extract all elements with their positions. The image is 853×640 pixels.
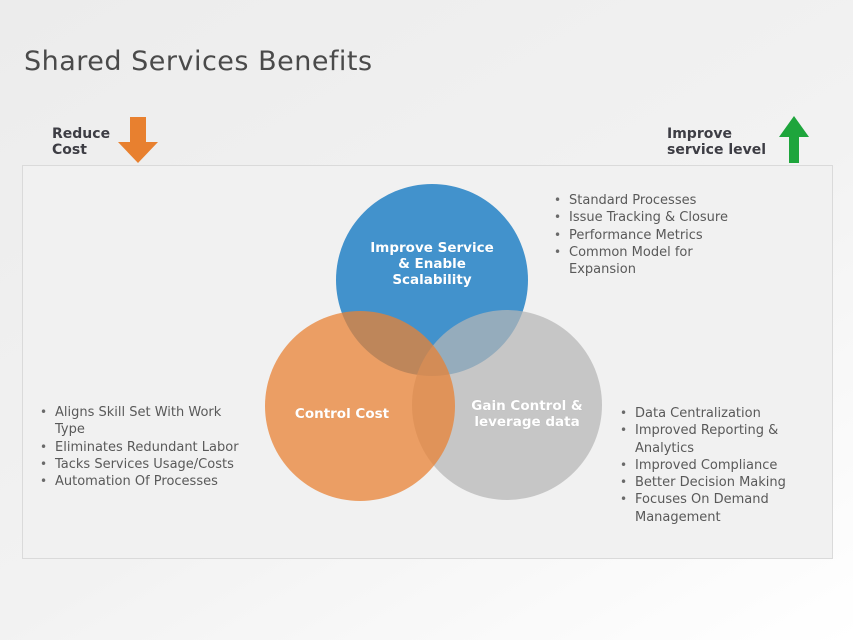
list-item: Better Decision Making [618,474,810,492]
arrow-down-icon [118,117,158,163]
list-item: Improved Reporting & Analytics [618,422,810,457]
list-item: Data Centralization [618,405,810,423]
arrow-up-shape [779,116,809,163]
list-item: Improved Compliance [618,457,810,475]
arrow-up-icon [779,116,809,163]
data-benefits-list: Data Centralization Improved Reporting &… [618,405,810,526]
venn-label-gain-control: Gain Control & leverage data [471,398,583,430]
page-title: Shared Services Benefits [24,46,373,77]
cost-benefits-list: Aligns Skill Set With Work Type Eliminat… [38,404,266,491]
list-item: Common Model for Expansion [552,244,760,279]
arrow-down-shape [118,117,158,163]
improve-service-level-label: Improve service level [667,126,767,158]
list-item: Issue Tracking & Closure [552,209,760,227]
list-item: Automation Of Processes [38,473,266,491]
list-item: Eliminates Redundant Labor [38,439,266,457]
reduce-cost-label: Reduce Cost [52,126,111,158]
venn-label-improve-service: Improve Service & Enable Scalability [370,240,494,288]
list-item: Performance Metrics [552,227,760,245]
venn-circle-control-cost [265,311,455,501]
list-item: Standard Processes [552,192,760,210]
list-item: Tacks Services Usage/Costs [38,456,266,474]
service-benefits-list: Standard Processes Issue Tracking & Clos… [552,192,760,278]
venn-label-control-cost: Control Cost [294,406,390,422]
list-item: Aligns Skill Set With Work Type [38,404,266,439]
list-item: Focuses On Demand Management [618,491,810,526]
